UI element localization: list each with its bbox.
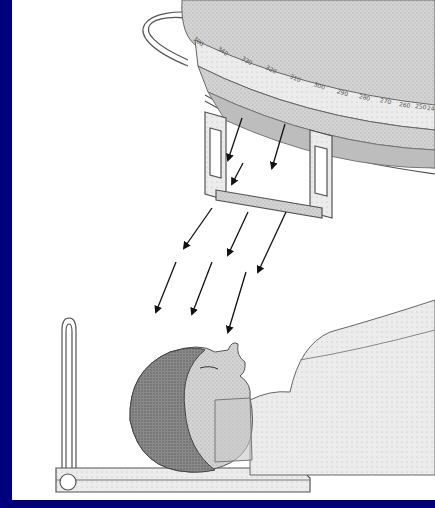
scale-number: 310 xyxy=(289,73,302,83)
scale-number: 320 xyxy=(265,64,278,75)
scale-number: 330 xyxy=(241,55,254,66)
couch-edge xyxy=(56,480,310,481)
panel xyxy=(12,0,435,500)
head-holder xyxy=(62,318,76,470)
scale-number: 260 xyxy=(398,101,410,109)
scale-number: 290 xyxy=(336,88,349,97)
patient-head xyxy=(130,343,253,472)
roller xyxy=(60,474,76,490)
scale-number: 270 xyxy=(379,97,391,105)
applicator-frame xyxy=(205,112,332,218)
scale-number: 300 xyxy=(313,81,326,91)
patient-body xyxy=(250,300,435,475)
scale-number: 300 xyxy=(192,36,205,48)
beam-arrows xyxy=(156,118,286,332)
eye xyxy=(200,367,218,369)
scale-number: 280 xyxy=(358,93,371,102)
scale-number: 240 xyxy=(427,105,435,112)
hair xyxy=(130,348,215,472)
scale-number: 250 xyxy=(415,103,427,111)
sheet-fold xyxy=(300,330,435,360)
fixation-mask xyxy=(215,398,252,462)
scale-number: 340 xyxy=(216,46,229,57)
